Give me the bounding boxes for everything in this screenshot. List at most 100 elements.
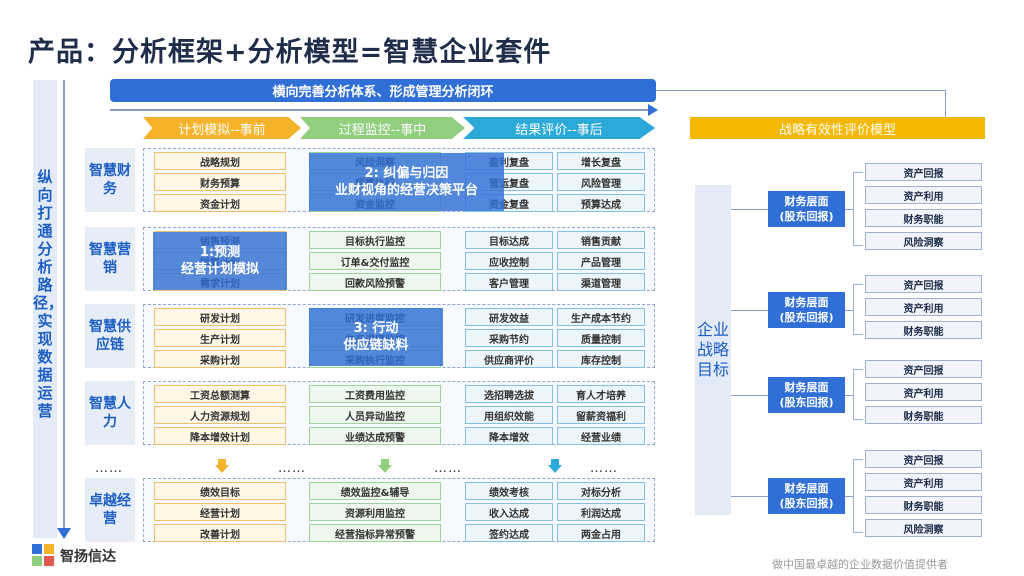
metric-cell: 资产回报 — [865, 275, 982, 293]
eval-cell: 供应商评价 — [465, 350, 553, 368]
strategic-goal: 企业战略目标 — [695, 185, 731, 515]
connector-stub — [845, 394, 853, 396]
monitor-cell: 绩效监控&辅导 — [309, 482, 441, 500]
metric-cell: 财务职能 — [865, 496, 982, 514]
eval-cell: 客户管理 — [465, 273, 553, 291]
monitor-cell: 资源利用监控 — [309, 503, 441, 521]
eval-cell: 增长复盘 — [557, 152, 645, 170]
footer-slogan: 做中国最卓越的企业数据价值提供者 — [772, 558, 948, 571]
connector-stub — [845, 209, 853, 210]
connector-stub — [731, 309, 768, 311]
logo-icon — [32, 544, 54, 566]
eval-cell: 选招聘选拔 — [465, 385, 553, 403]
plan-cell: 资金计划 — [154, 194, 286, 212]
eval-cell: 质量控制 — [557, 329, 645, 347]
eval-cell: 应收控制 — [465, 252, 553, 270]
eval-cell: 利润达成 — [557, 503, 645, 521]
bracket-connector — [853, 284, 863, 335]
overlay-action: 3: 行动 供应链缺料 — [309, 308, 443, 366]
metric-cell: 资产利用 — [865, 383, 982, 401]
eval-cell: 绩效考核 — [465, 482, 553, 500]
eval-cell: 签约达成 — [465, 524, 553, 542]
monitor-cell: 订单&交付监控 — [309, 252, 441, 270]
plan-cell: 绩效目标 — [154, 482, 286, 500]
eval-cell: 经营业绩 — [557, 427, 645, 445]
eval-cell: 生产成本节约 — [557, 308, 645, 326]
metric-cell: 财务职能 — [865, 321, 982, 339]
down-arrow-icon — [57, 528, 71, 539]
connector-stub — [845, 309, 853, 311]
dots: …… — [95, 461, 123, 476]
eval-cell: 对标分析 — [557, 482, 645, 500]
plan-cell: 财务预算 — [154, 173, 286, 191]
eval-cell: 渠道管理 — [557, 273, 645, 291]
eval-cell: 目标达成 — [465, 231, 553, 249]
metric-cell: 资产利用 — [865, 298, 982, 316]
eval-cell: 用组织效能 — [465, 406, 553, 424]
eval-cell: 销售贡献 — [557, 231, 645, 249]
eval-cell: 采购节约 — [465, 329, 553, 347]
row-label: 智慧营销 — [85, 227, 135, 291]
banner-line — [110, 109, 650, 111]
connector-stub — [731, 209, 768, 210]
down-arrow-icon — [215, 459, 229, 473]
right-arrow-icon — [648, 104, 658, 116]
overlay-forecast: 1:预测 经营计划模拟 — [153, 232, 287, 290]
connector-stub — [731, 394, 768, 396]
plan-cell: 人力资源规划 — [154, 406, 286, 424]
row-label: 智慧供应链 — [85, 304, 135, 368]
plan-cell: 生产计划 — [154, 329, 286, 347]
metric-cell: 资产回报 — [865, 450, 982, 468]
page-title: 产品：分析框架+分析模型=智慧企业套件 — [28, 37, 552, 68]
monitor-cell: 人员异动监控 — [309, 406, 441, 424]
financial-level: 财务层面 (股东回报) — [768, 376, 845, 413]
connector-stub — [845, 496, 853, 497]
plan-cell: 经营计划 — [154, 503, 286, 521]
eval-cell: 预算达成 — [557, 194, 645, 212]
eval-cell: 留薪资福利 — [557, 406, 645, 424]
row-label: 智慧财务 — [85, 148, 135, 212]
left-axis-text: 纵向打通分析路径，实现数据运营 — [33, 168, 64, 420]
monitor-cell: 工资费用监控 — [309, 385, 441, 403]
metric-cell: 资产回报 — [865, 360, 982, 378]
plan-cell: 工资总额测算 — [154, 385, 286, 403]
metric-cell: 风险洞察 — [865, 232, 982, 250]
right-header: 战略有效性评价模型 — [690, 117, 985, 139]
financial-level: 财务层面 (股东回报) — [768, 191, 845, 227]
phase-monitor: 过程监控--事中 — [300, 117, 465, 139]
eval-cell: 降本增效 — [465, 427, 553, 445]
overlay-attribution: 2: 纠偏与归因 业财视角的经营决策平台 — [309, 153, 504, 211]
monitor-cell: 回款风险预警 — [309, 273, 441, 291]
row-label: 智慧人力 — [85, 381, 135, 445]
phase-eval: 结果评价--事后 — [463, 117, 655, 139]
dots: …… — [590, 461, 618, 476]
plan-cell: 采购计划 — [154, 350, 286, 368]
eval-cell: 育人才培养 — [557, 385, 645, 403]
financial-level: 财务层面 (股东回报) — [768, 291, 845, 328]
metric-cell: 资产利用 — [865, 186, 982, 204]
bracket-connector — [853, 172, 863, 246]
monitor-cell: 目标执行监控 — [309, 231, 441, 249]
metric-cell: 财务职能 — [865, 406, 982, 424]
plan-cell: 研发计划 — [154, 308, 286, 326]
connector-stub — [731, 496, 768, 497]
eval-cell: 两金占用 — [557, 524, 645, 542]
metric-cell: 风险洞察 — [865, 519, 982, 537]
down-arrow-icon — [548, 459, 562, 473]
plan-cell: 改善计划 — [154, 524, 286, 542]
down-arrow-icon — [378, 459, 392, 473]
plan-cell: 降本增效计划 — [154, 427, 286, 445]
eval-cell: 收入达成 — [465, 503, 553, 521]
metric-cell: 资产回报 — [865, 163, 982, 181]
phase-plan: 计划模拟--事前 — [143, 117, 301, 139]
eval-cell: 库存控制 — [557, 350, 645, 368]
left-axis-bar — [33, 80, 57, 538]
monitor-cell: 经营指标异常预警 — [309, 524, 441, 542]
logo-text: 智扬信达 — [60, 549, 116, 565]
connector-line — [656, 90, 946, 91]
monitor-cell: 业绩达成预警 — [309, 427, 441, 445]
bracket-connector — [853, 459, 863, 533]
metric-cell: 资产利用 — [865, 473, 982, 491]
left-axis-line — [63, 80, 65, 535]
